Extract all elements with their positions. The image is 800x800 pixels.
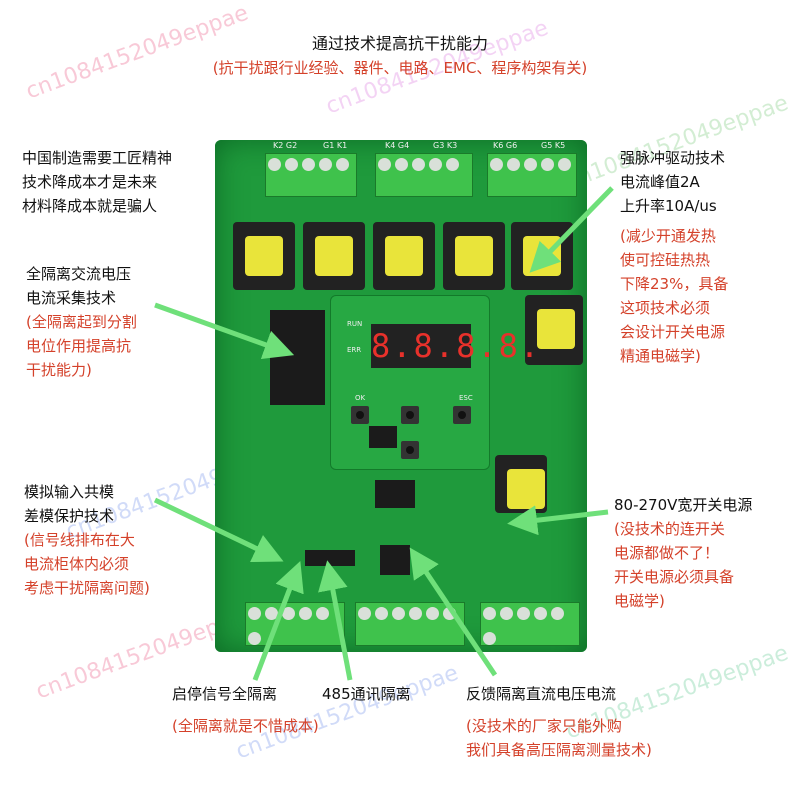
arrow-feedback <box>409 547 498 677</box>
callout-heading: 上升率10A/us <box>620 197 717 215</box>
callout-heading: 启停信号全隔离 <box>172 685 278 703</box>
terminal-block <box>487 153 577 197</box>
pulse-transformer <box>303 222 365 290</box>
terminal-label: G3 K3 <box>433 141 458 150</box>
callout-heading: 电流峰值2A <box>620 173 700 191</box>
callout-note: 电源都做不了！ <box>614 544 720 562</box>
arrow-isolation-ac <box>154 302 295 360</box>
callout-note: 会设计开关电源 <box>620 323 726 341</box>
slogan-line: 技术降成本才是未来 <box>22 173 158 191</box>
callout-note: 这项技术必须 <box>620 299 711 317</box>
terminal-label: K2 G2 <box>273 141 298 150</box>
callout-note: 开关电源必须具备 <box>614 568 735 586</box>
terminal-block <box>375 153 473 197</box>
arrow-pulse <box>529 186 614 273</box>
terminal-label: G5 K5 <box>541 141 566 150</box>
callout-feedback: 反馈隔离直流电压电流 (没技术的厂家只能外购 我们具备高压隔离测量技术) <box>466 682 652 762</box>
callout-isolation-ac: 全隔离交流电压 电流采集技术 (全隔离起到分割 电位作用提高抗 干扰能力) <box>26 262 137 382</box>
callout-note: 干扰能力) <box>26 361 92 379</box>
terminal-label: K4 G4 <box>385 141 410 150</box>
slogan: 中国制造需要工匠精神 技术降成本才是未来 材料降成本就是骗人 <box>22 146 172 218</box>
terminal-block <box>480 602 580 646</box>
callout-note: 使可控硅热热 <box>620 251 711 269</box>
arrow-start-stop <box>252 560 304 681</box>
led-err-label: ERR <box>347 346 362 354</box>
callout-note: (信号线排布在大 <box>24 531 135 549</box>
callout-heading: 80-270V宽开关电源 <box>614 496 753 514</box>
slogan-line: 中国制造需要工匠精神 <box>22 149 173 167</box>
terminal-block <box>245 602 345 646</box>
page-title: 通过技术提高抗干扰能力 <box>311 34 488 53</box>
callout-power: 80-270V宽开关电源 (没技术的连开关 电源都做不了！ 开关电源必须具备 电… <box>614 493 752 613</box>
callout-analog: 模拟输入共模 差模保护技术 (信号线排布在大 电流柜体内必须 考虑干扰隔离问题) <box>24 480 150 600</box>
callout-note: 电磁学) <box>614 592 665 610</box>
terminal-label: G1 K1 <box>323 141 348 150</box>
esc-button[interactable] <box>453 406 471 424</box>
callout-heading: 强脉冲驱动技术 <box>620 149 726 167</box>
terminal-block <box>265 153 357 197</box>
callout-485: 485通讯隔离 <box>322 682 411 706</box>
up-button[interactable] <box>401 406 419 424</box>
terminal-label: K6 G6 <box>493 141 518 150</box>
callout-pulse: 强脉冲驱动技术 电流峰值2A 上升率10A/us (减少开通发热 使可控硅热热 … <box>620 146 728 368</box>
slogan-line: 材料降成本就是骗人 <box>22 197 158 215</box>
down-button[interactable] <box>401 441 419 459</box>
callout-heading: 反馈隔离直流电压电流 <box>466 685 617 703</box>
arrow-power <box>507 505 609 536</box>
callout-note: (没技术的厂家只能外购 <box>466 717 622 735</box>
callout-heading: 电流采集技术 <box>26 289 117 307</box>
led-run-label: RUN <box>347 320 363 328</box>
arrow-485 <box>318 560 353 681</box>
callout-note: 精通电磁学) <box>620 347 701 365</box>
pulse-transformer <box>233 222 295 290</box>
callout-note: (全隔离就是不惜成本) <box>172 717 319 735</box>
ic-chip <box>375 480 415 508</box>
callout-start-stop: 启停信号全隔离 (全隔离就是不惜成本) <box>172 682 319 738</box>
arrow-analog <box>153 497 284 563</box>
callout-note: 电位作用提高抗 <box>26 337 132 355</box>
callout-note: 下降23%，具备 <box>620 275 729 293</box>
callout-heading: 模拟输入共模 <box>24 483 115 501</box>
page-subtitle: (抗干扰跟行业经验、器件、电路、EMC、程序构架有关) <box>212 59 588 77</box>
button-ok-label: OK <box>355 394 366 402</box>
callout-note: 考虑干扰隔离问题) <box>24 579 150 597</box>
callout-heading: 全隔离交流电压 <box>26 265 132 283</box>
callout-note: 电流柜体内必须 <box>24 555 130 573</box>
ok-button[interactable] <box>351 406 369 424</box>
pulse-transformer <box>443 222 505 290</box>
callout-heading: 差模保护技术 <box>24 507 115 525</box>
callout-note: (减少开通发热 <box>620 227 716 245</box>
callout-note: (没技术的连开关 <box>614 520 725 538</box>
display-module: 8.8.8.8. RUN ERR OK ESC <box>330 295 539 470</box>
terminal-block <box>355 602 465 646</box>
transformer <box>495 455 547 513</box>
ic-chip <box>369 426 397 448</box>
callout-heading: 485通讯隔离 <box>322 685 411 703</box>
ic-chip <box>380 545 410 575</box>
button-esc-label: ESC <box>459 394 473 402</box>
pulse-transformer <box>373 222 435 290</box>
callout-note: 我们具备高压隔离测量技术) <box>466 741 652 759</box>
callout-note: (全隔离起到分割 <box>26 313 137 331</box>
transformer <box>525 295 583 365</box>
